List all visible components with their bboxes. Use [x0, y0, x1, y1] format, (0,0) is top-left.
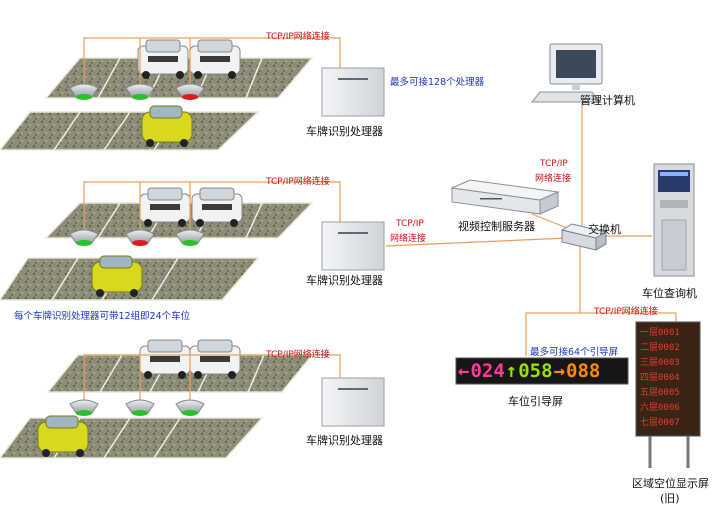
label-video-server: 视频控制服务器 [458, 220, 535, 233]
tcpip-label-row3: TCP/IP网络连接 [266, 350, 330, 360]
car-yellow-1 [141, 105, 193, 147]
area-display-count: 0001 [658, 328, 680, 338]
tcpip-label-server-short: TCP/IP [540, 159, 568, 169]
car-white-3a [139, 339, 191, 379]
car-yellow-2 [91, 255, 143, 297]
arrow-left-icon: ← [458, 360, 470, 382]
area-display-floor: 二层 [640, 343, 659, 353]
label-switch: 交换机 [588, 223, 621, 236]
area-display-count: 0004 [658, 373, 680, 383]
car-white-3b [189, 339, 241, 379]
net-conn-label-proc2: 网络连接 [390, 234, 427, 244]
area-display-row: 二层0002 [640, 341, 698, 356]
network-switch [560, 223, 608, 251]
label-guide-screen: 车位引导屏 [508, 395, 563, 408]
plate-processor-2 [321, 221, 385, 271]
tcpip-label-row1: TCP/IP网络连接 [266, 32, 330, 42]
label-plate-processor-3: 车牌识别处理器 [306, 434, 383, 447]
car-white-2b [191, 187, 243, 227]
guide-count-2: 058 [518, 360, 553, 382]
area-display-floor: 五层 [640, 388, 659, 398]
label-plate-processor-2: 车牌识别处理器 [306, 274, 383, 287]
video-control-server [450, 179, 560, 215]
area-display-count: 0002 [658, 343, 680, 353]
area-display-row: 五层0005 [640, 386, 698, 401]
car-white-1b [189, 39, 241, 79]
row-connectors [83, 37, 677, 410]
net-conn-label-server: 网络连接 [535, 174, 572, 184]
sensors [69, 83, 205, 416]
area-display-floor: 四层 [640, 373, 659, 383]
area-display-row: 七层0007 [640, 416, 698, 431]
plate-processor-3 [321, 377, 385, 427]
guide-count-3: 088 [566, 360, 601, 382]
area-display-frame [635, 321, 701, 468]
area-display-count: 0007 [658, 418, 680, 428]
car-yellow-3 [37, 415, 89, 457]
management-computer [530, 43, 603, 103]
area-display-row: 六层0006 [640, 401, 698, 416]
guide-count-1: 024 [470, 360, 505, 382]
car-white-2a [139, 187, 191, 227]
arrow-up-icon: ↑ [505, 360, 518, 382]
area-display-floor: 一层 [640, 328, 659, 338]
label-area-display-sub: (旧) [660, 492, 680, 505]
area-display-floor: 六层 [640, 403, 659, 413]
plate-processor-1 [321, 67, 385, 117]
area-display-floor: 七层 [640, 418, 659, 428]
note-max-processors: 最多可接128个处理器 [390, 77, 485, 88]
tcpip-label-bottom: TCP/IP网络连接 [594, 307, 658, 317]
area-display-count: 0003 [658, 358, 680, 368]
label-plate-processor-1: 车牌识别处理器 [306, 125, 383, 138]
area-display-count: 0005 [658, 388, 680, 398]
area-display-row: 四层0004 [640, 371, 698, 386]
label-mgmt-pc: 管理计算机 [580, 94, 635, 107]
query-kiosk [653, 163, 695, 277]
label-area-display: 区域空位显示屏 [632, 477, 709, 490]
label-kiosk: 车位查询机 [642, 287, 697, 300]
arrow-right-icon: → [553, 360, 566, 382]
area-display-row: 三层0003 [640, 356, 698, 371]
tcpip-label-proc2-short: TCP/IP [396, 219, 424, 229]
area-display-count: 0006 [658, 403, 680, 413]
note-max-guide-screens: 最多可接64个引导屏 [530, 347, 619, 358]
note-per-processor: 每个车牌识别处理器可带12组即24个车位 [14, 311, 191, 322]
car-white-1a [137, 39, 189, 79]
area-display-floor: 三层 [640, 358, 659, 368]
area-display-row: 一层0001 [640, 326, 698, 341]
guide-screen-display: ← 024 ↑ 058 → 088 [458, 359, 600, 383]
guide-screen [455, 357, 629, 385]
tcpip-label-row2: TCP/IP网络连接 [266, 177, 330, 187]
